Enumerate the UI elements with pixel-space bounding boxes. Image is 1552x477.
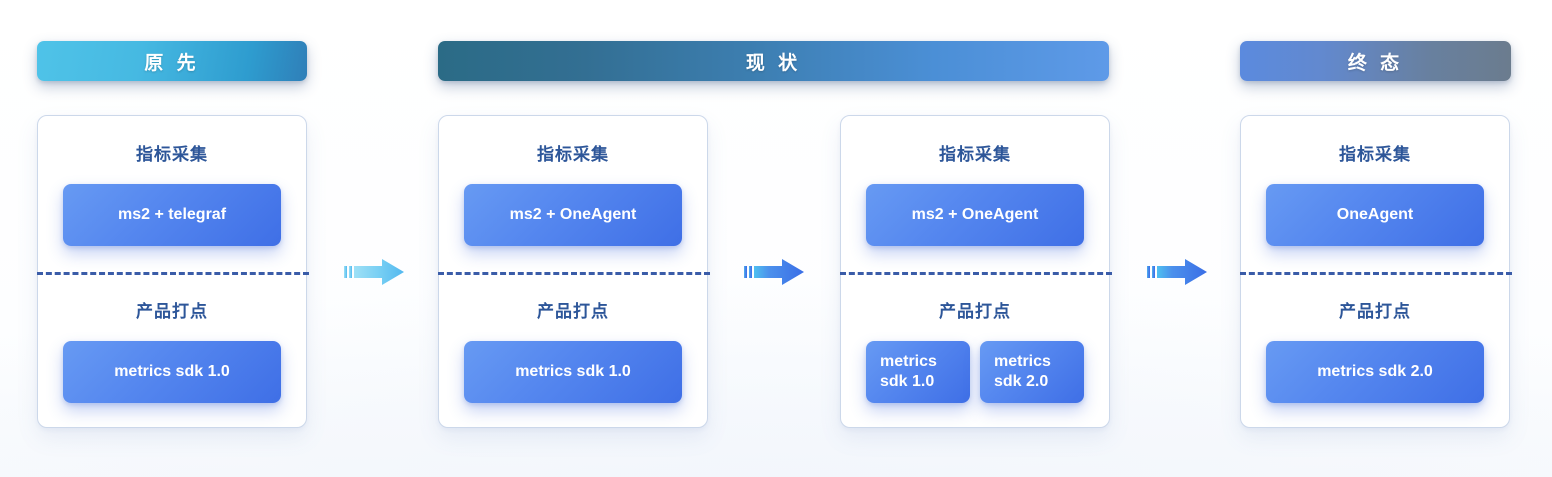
card-section-tracking: 产品打点 metrics sdk 1.0: [439, 273, 707, 429]
stage-header-final: 终 态: [1240, 41, 1511, 81]
stage-card: 指标采集 ms2 + telegraf 产品打点 metrics sdk 1.0: [37, 115, 309, 429]
section-divider: [1240, 272, 1512, 275]
arrow-right-icon: [1143, 252, 1211, 292]
stage-header-original: 原 先: [37, 41, 307, 81]
pill-row: ms2 + OneAgent: [841, 184, 1109, 246]
stage-card: 指标采集 ms2 + OneAgent 产品打点 metrics sdk 1.0…: [840, 115, 1112, 429]
stage-header-label: 原 先: [144, 52, 200, 74]
stage-header-label: 现 状: [745, 52, 802, 74]
section-title: 产品打点: [939, 302, 1011, 321]
pill-row: metrics sdk 1.0: [38, 341, 306, 403]
pill-row: metrics sdk 1.0: [439, 341, 707, 403]
stage-card: 指标采集 ms2 + OneAgent 产品打点 metrics sdk 1.0: [438, 115, 710, 429]
section-title: 指标采集: [537, 145, 609, 164]
card-section-tracking: 产品打点 metrics sdk 1.0 metrics sdk 2.0: [841, 273, 1109, 429]
card-section-tracking: 产品打点 metrics sdk 2.0: [1241, 273, 1509, 429]
pill-row: ms2 + telegraf: [38, 184, 306, 246]
stage-header-current: 现 状: [438, 41, 1109, 81]
component-pill: ms2 + OneAgent: [464, 184, 682, 246]
stage-card: 指标采集 OneAgent 产品打点 metrics sdk 2.0: [1240, 115, 1512, 429]
component-pill: ms2 + OneAgent: [866, 184, 1084, 246]
component-pill: metrics sdk 1.0: [464, 341, 682, 403]
pill-row: OneAgent: [1241, 184, 1509, 246]
component-pill: metrics sdk 2.0: [980, 341, 1084, 403]
section-title: 指标采集: [939, 145, 1011, 164]
card-section-collection: 指标采集 OneAgent: [1241, 116, 1509, 272]
card-section-collection: 指标采集 ms2 + OneAgent: [439, 116, 707, 272]
arrow-right-icon: [740, 252, 808, 292]
section-title: 产品打点: [537, 302, 609, 321]
stage-header-label: 终 态: [1347, 52, 1404, 74]
section-title: 产品打点: [136, 302, 208, 321]
section-title: 产品打点: [1339, 302, 1411, 321]
pill-row: metrics sdk 1.0 metrics sdk 2.0: [841, 341, 1109, 403]
pill-row: metrics sdk 2.0: [1241, 341, 1509, 403]
section-divider: [438, 272, 710, 275]
card-section-tracking: 产品打点 metrics sdk 1.0: [38, 273, 306, 429]
card-section-collection: 指标采集 ms2 + OneAgent: [841, 116, 1109, 272]
card-section-collection: 指标采集 ms2 + telegraf: [38, 116, 306, 272]
component-pill: ms2 + telegraf: [63, 184, 281, 246]
component-pill: metrics sdk 1.0: [63, 341, 281, 403]
section-divider: [37, 272, 309, 275]
component-pill: OneAgent: [1266, 184, 1484, 246]
component-pill: metrics sdk 2.0: [1266, 341, 1484, 403]
section-title: 指标采集: [1339, 145, 1411, 164]
pill-row: ms2 + OneAgent: [439, 184, 707, 246]
section-title: 指标采集: [136, 145, 208, 164]
section-divider: [840, 272, 1112, 275]
arrow-right-icon: [340, 252, 408, 292]
component-pill: metrics sdk 1.0: [866, 341, 970, 403]
